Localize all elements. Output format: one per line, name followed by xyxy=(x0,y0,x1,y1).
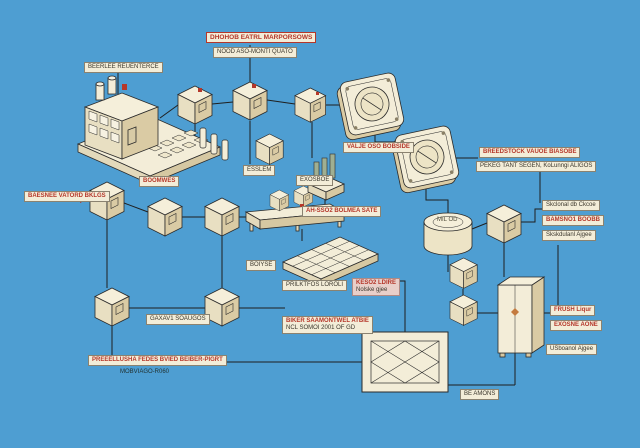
factory-building xyxy=(76,75,222,185)
label-skskdulanl: Skskdulanl Ajgee xyxy=(542,230,596,241)
label-text: DHOHOB EATRL MARPORSOWS xyxy=(210,34,313,41)
label-text: NCL SOMOI 2001 OF GD xyxy=(286,324,356,331)
storage-cube xyxy=(147,197,183,237)
label-milod: MIL OD xyxy=(437,217,457,223)
label-baesnee: BAESNEE VATORD BKLGS xyxy=(24,191,110,202)
label-exosne: EXOSNE AONE xyxy=(550,320,602,331)
label-frush: FRUSH Liqur xyxy=(550,305,596,316)
grid-pallet xyxy=(282,236,379,287)
label-text: EXOSNE AONE xyxy=(554,322,598,328)
label-breedstock: BREEDSTOCK VAUOE BIASOBE xyxy=(479,147,581,158)
label-text: PREEELLUSHA FEDES BVIED BEIBER-PIGRT xyxy=(92,357,223,363)
label-gaxav1: GAXAV1 SOAUGOS xyxy=(146,314,210,325)
label-skclonal: Skclonal db Ckcoe xyxy=(542,200,600,211)
storage-cube xyxy=(294,87,326,123)
label-text: EXOSBOE xyxy=(300,177,330,183)
cylinder-tank xyxy=(423,212,473,256)
storage-cube xyxy=(204,287,240,327)
label-text: GAXAV1 SOAUGOS xyxy=(150,316,206,322)
label-bamsno1: BAMSNO1 BOOBB xyxy=(542,215,605,226)
label-exosboe: EXOSBOE xyxy=(296,175,334,186)
label-text: NOOD ASO-MONTI QUATO xyxy=(217,49,293,55)
label-text: AH-SSO2 BOLMEA SATE xyxy=(306,208,378,214)
lattice-panel xyxy=(361,331,449,393)
label-text: PEKEG TANT SEGEN, KoLunngi ALIGOS xyxy=(480,163,593,169)
red-flag xyxy=(122,84,127,90)
label-text: KESO2 LDIRE xyxy=(356,280,397,286)
storage-cube xyxy=(255,133,284,165)
cabinet-diamond-icon xyxy=(511,308,519,316)
label-top-title: DHOHOB EATRL MARPORSOWS xyxy=(206,32,317,44)
storage-cube xyxy=(449,294,478,326)
label-text: BAESNEE VATORD BKLGS xyxy=(28,193,106,199)
label-prilktfos: PRILKTFOS LOROLI xyxy=(282,280,348,291)
label-text: MOBVIAGO-R060 xyxy=(120,369,170,375)
label-text: BE AMONS xyxy=(464,391,496,397)
storage-cube xyxy=(177,85,213,125)
label-pekeg: PEKEG TANT SEGEN, KoLunngi ALIGOS xyxy=(476,161,597,172)
label-beerlee: BEERLEE REUENTERCE xyxy=(84,62,163,73)
label-text: Skskdulanl Ajgee xyxy=(546,232,592,238)
label-text: ESSLEM xyxy=(247,167,272,173)
label-text: BEERLEE REUENTERCE xyxy=(88,64,159,70)
label-mobviago: MOBVIAGO-R060 xyxy=(120,369,169,375)
sample-tubes xyxy=(199,127,229,161)
label-text: BAMSNO1 BOOBB xyxy=(546,217,601,223)
dial-machine-2 xyxy=(391,125,460,194)
label-esslem: ESSLEM xyxy=(243,165,276,176)
label-text: Skclonal db Ckcoe xyxy=(546,202,596,208)
label-keso2: KESO2 LDIRE Nolske gjee xyxy=(352,278,401,296)
dial-machine-1 xyxy=(336,72,405,141)
storage-cube xyxy=(486,204,522,244)
storage-cube xyxy=(232,81,268,121)
label-text: PRILKTFOS LOROLI xyxy=(286,282,344,288)
storage-cube xyxy=(94,287,130,327)
label-text: Nolske gjee xyxy=(356,286,388,293)
label-text: FRUSH Liqur xyxy=(554,307,592,313)
storage-cube xyxy=(204,197,240,237)
label-text: BIKER SAAMONTWEL ATBIE xyxy=(286,318,369,324)
label-ahsso2: AH-SSO2 BOLMEA SATE xyxy=(302,206,382,217)
label-top-subtitle: NOOD ASO-MONTI QUATO xyxy=(213,47,297,58)
label-usboanol: USboanol Ajgee xyxy=(546,344,598,355)
label-biker: BIKER SAAMONTWEL ATBIE NCL SOMOI 2001 OF… xyxy=(282,316,373,334)
label-text: VALJE OSO BOBSIDE xyxy=(347,144,410,150)
label-text: BOOMWES xyxy=(143,178,176,184)
storage-cube xyxy=(449,257,478,289)
label-valje: VALJE OSO BOBSIDE xyxy=(343,142,414,153)
label-text: BREEDSTOCK VAUOE BIASOBE xyxy=(483,149,577,155)
label-text: USboanol Ajgee xyxy=(550,346,594,352)
label-boomwes: BOOMWES xyxy=(139,176,180,187)
label-preeellusha: PREEELLUSHA FEDES BVIED BEIBER-PIGRT xyxy=(88,355,227,366)
label-beamons: BE AMONS xyxy=(460,389,500,400)
tall-cabinet xyxy=(496,276,546,358)
label-text: BOIYSE xyxy=(250,262,273,268)
label-text: MIL OD xyxy=(437,217,458,223)
label-boiyse: BOIYSE xyxy=(246,260,277,271)
